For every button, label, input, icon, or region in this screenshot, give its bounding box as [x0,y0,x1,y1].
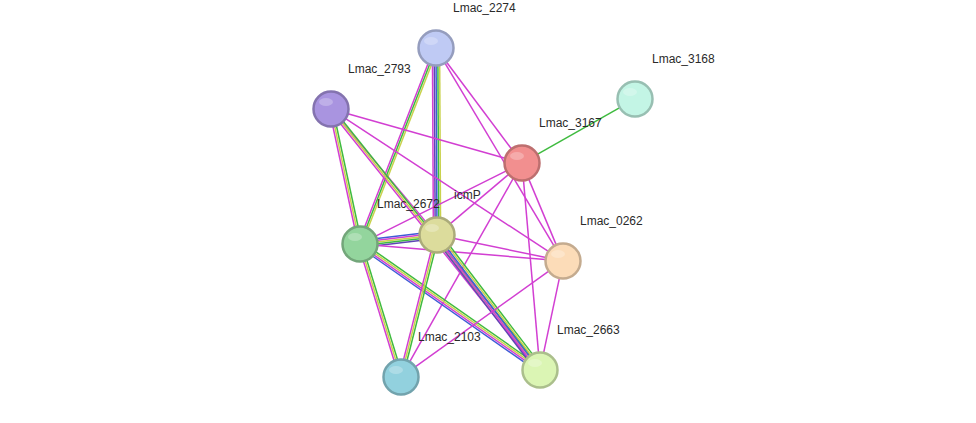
evidence-line [333,126,355,227]
interaction-edge [446,62,511,149]
protein-node: Lmac_2672 [341,225,379,263]
evidence-line [343,122,530,356]
protein-node: Lmac_0262 [544,242,582,280]
interaction-edge [454,239,546,258]
node-circle-shape [546,244,581,279]
node-circle [312,90,350,128]
protein-node: Lmac_2103 [382,358,420,396]
protein-node: icmP [418,216,456,254]
node-circle [616,80,654,118]
interaction-edge [450,174,508,223]
protein-node: Lmac_2663 [521,351,559,389]
evidence-line [544,278,560,353]
node-label: Lmac_2663 [557,323,620,337]
evidence-line [376,252,527,358]
interaction-edge [524,180,539,352]
node-circle-shape [314,92,349,127]
node-highlight [551,250,565,258]
node-circle-shape [343,227,378,262]
evidence-line [524,180,539,352]
evidence-line [415,271,549,367]
evidence-line [367,260,398,360]
protein-node: Lmac_2793 [312,90,350,128]
node-label: Lmac_2103 [418,330,481,344]
interaction-edge [537,108,620,155]
evidence-line [407,252,434,360]
node-highlight [425,224,439,232]
evidence-line [446,62,511,149]
evidence-line [373,256,524,362]
evidence-line [432,66,434,218]
node-label: Lmac_2672 [377,197,440,211]
node-circle [382,358,420,396]
protein-node: Lmac_2274 [417,29,455,67]
protein-node: Lmac_3167 [503,144,541,182]
node-circle-shape [384,360,419,395]
interaction-edge [529,179,556,245]
node-circle [521,351,559,389]
evidence-line [363,261,394,361]
node-circle [417,29,455,67]
node-highlight [319,98,333,106]
interaction-edge [377,233,420,245]
protein-node: Lmac_3168 [616,80,654,118]
node-circle [544,242,582,280]
node-label: Lmac_2274 [453,1,516,15]
node-highlight [348,233,362,241]
node-label: Lmac_3168 [652,52,715,66]
node-circle-shape [523,353,558,388]
node-circle [503,144,541,182]
node-circle-shape [420,218,455,253]
evidence-line [529,179,556,245]
node-circle [341,225,379,263]
node-circle-shape [618,82,653,117]
interaction-edge [404,252,435,361]
node-circle [418,216,456,254]
evidence-line [335,126,357,227]
node-circle-shape [419,31,454,66]
node-circle-shape [505,146,540,181]
node-highlight [510,152,524,160]
node-label: icmP [454,188,481,202]
interaction-edge [415,271,549,367]
interaction-edge [432,65,440,217]
evidence-line [374,255,525,361]
node-label: Lmac_2793 [348,62,411,76]
node-label: Lmac_3167 [539,116,602,130]
node-highlight [528,359,542,367]
node-highlight [389,366,403,374]
evidence-line [341,124,528,358]
evidence-line [537,108,620,155]
evidence-line [454,239,546,258]
node-highlight [424,37,438,45]
evidence-line [375,253,526,359]
interaction-edge [373,252,527,362]
evidence-line [365,261,396,361]
interaction-edge [363,260,397,361]
evidence-line [450,174,508,223]
evidence-line [378,241,420,246]
node-label: Lmac_0262 [580,214,643,228]
node-highlight [623,88,637,96]
interaction-edge [544,278,560,353]
